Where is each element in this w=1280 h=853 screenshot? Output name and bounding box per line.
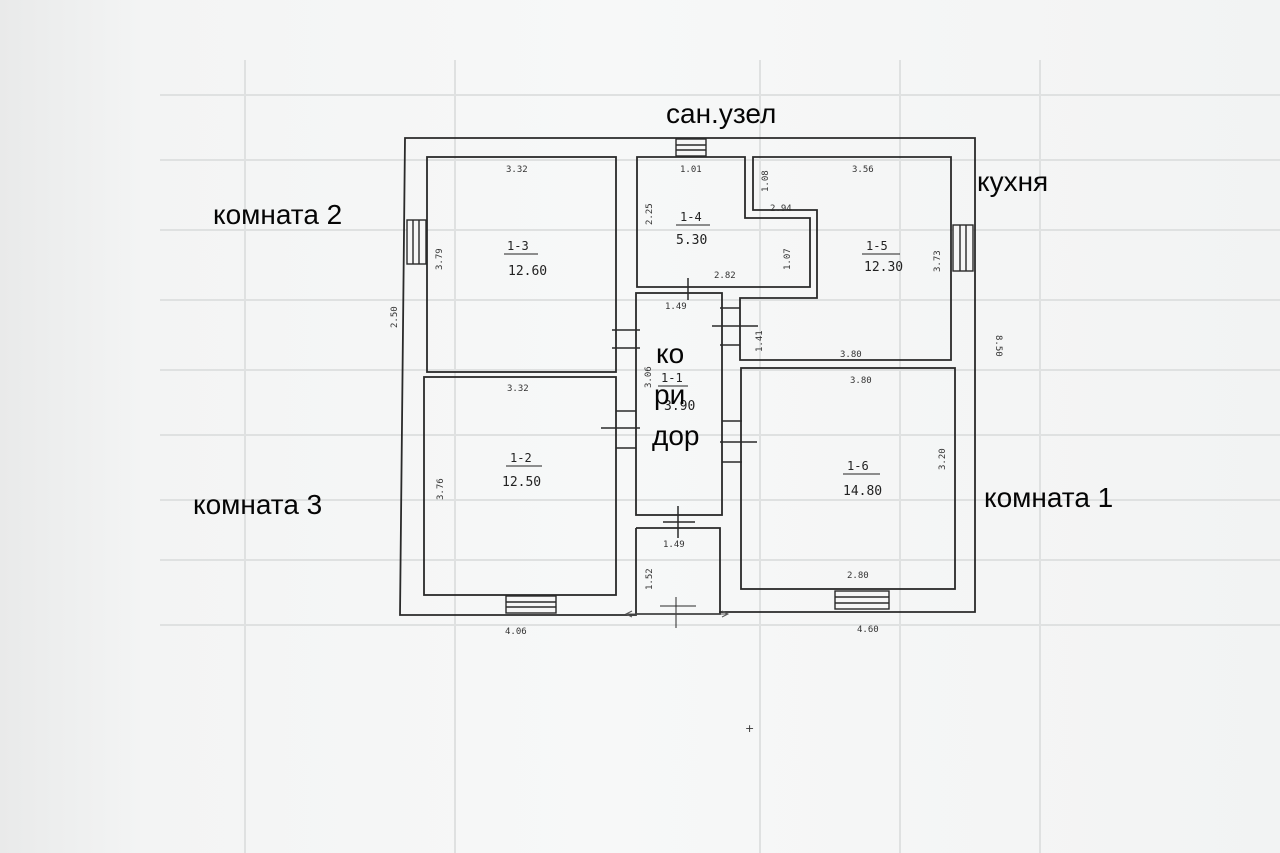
room-1-3-id: 1-3	[507, 239, 529, 253]
room-1-1-outline	[635, 292, 723, 516]
dim-8-50: 8.50	[993, 335, 1003, 357]
room-1-4-id: 1-4	[680, 210, 702, 224]
entry-vestibule-outline	[635, 527, 721, 614]
dim-3-76: 3.76	[436, 478, 446, 500]
label-corridor-line-3: дор	[652, 420, 700, 451]
room-1-5-area: 12.30	[864, 260, 903, 275]
dim-3-80-a: 3.80	[840, 350, 862, 360]
dim-3-20: 3.20	[938, 448, 948, 470]
stray-mark: +	[745, 722, 754, 735]
label-bathroom: сан.узел	[666, 98, 777, 129]
dim-3-32-top: 3.32	[506, 165, 528, 175]
room-1-6-id: 1-6	[847, 459, 869, 473]
dim-3-06: 3.06	[644, 366, 654, 388]
dim-1-41: 1.41	[755, 330, 765, 352]
room-1-1-area: 3.90	[664, 399, 695, 414]
room-1-2-id: 1-2	[510, 451, 532, 465]
room-1-1-id: 1-1	[661, 371, 683, 385]
room-1-2-area: 12.50	[502, 475, 541, 490]
window-room-2	[406, 219, 427, 265]
label-room-2: комната 2	[213, 199, 343, 230]
dim-3-80-b: 3.80	[850, 376, 872, 386]
dim-4-60: 4.60	[857, 625, 879, 635]
window-room-3	[505, 595, 557, 614]
label-corridor-line-2: ри	[654, 379, 686, 410]
dim-1-07: 1.07	[783, 248, 793, 270]
room-1-2-outline	[423, 376, 617, 596]
room-1-6-area: 14.80	[843, 484, 882, 499]
entry-dimension-arrow	[624, 610, 730, 618]
room-1-4-outline	[636, 156, 811, 288]
room-1-4-area: 5.30	[676, 233, 707, 248]
dim-1-49-bottom: 1.49	[663, 540, 685, 550]
room-1-3-area: 12.60	[508, 264, 547, 279]
window-bathroom	[675, 138, 707, 157]
label-corridor-line-1: ко	[656, 338, 685, 369]
room-1-3-outline	[426, 156, 617, 373]
window-room-1	[834, 590, 890, 610]
room-1-6-outline	[740, 367, 956, 590]
label-room-1: комната 1	[984, 482, 1114, 513]
dim-1-08: 1.08	[761, 170, 771, 192]
dim-4-06: 4.06	[505, 627, 527, 637]
dim-2-82: 2.82	[714, 271, 736, 281]
dim-2-25: 2.25	[645, 203, 655, 225]
window-kitchen	[952, 224, 974, 272]
dim-3-73: 3.73	[933, 250, 943, 272]
room-1-5-id: 1-5	[866, 239, 888, 253]
dim-3-79: 3.79	[435, 248, 445, 270]
dim-2-80: 2.80	[847, 571, 869, 581]
dim-3-56: 3.56	[852, 165, 874, 175]
dim-1-52: 1.52	[645, 568, 655, 590]
label-room-3: комната 3	[193, 489, 323, 520]
label-kitchen: кухня	[977, 166, 1049, 197]
dim-2-50: 2.50	[390, 306, 400, 328]
room-1-5-outline	[739, 156, 952, 361]
dim-1-01: 1.01	[680, 165, 702, 175]
dim-3-32-mid: 3.32	[507, 384, 529, 394]
dim-2-94: 2.94	[770, 204, 792, 214]
dim-1-49-top: 1.49	[665, 302, 687, 312]
